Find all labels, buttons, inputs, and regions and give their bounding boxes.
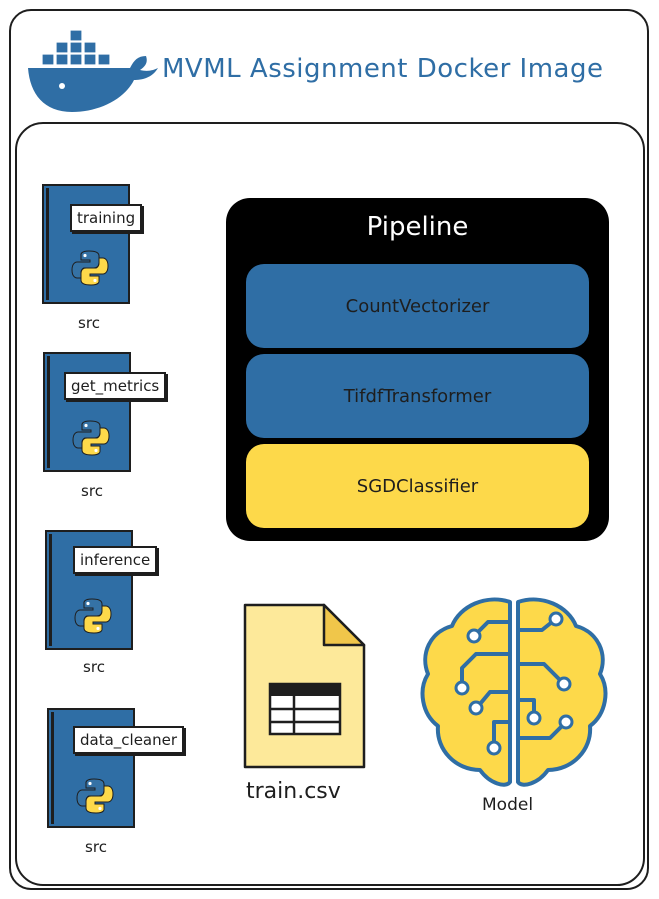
model-brain-icon[interactable] <box>416 592 612 792</box>
csv-file-icon[interactable] <box>240 600 370 772</box>
pipeline-title: Pipeline <box>366 212 469 242</box>
pipeline-stage-sgd-classifier[interactable]: SGDClassifier <box>246 444 589 528</box>
docker-whale-icon <box>28 29 158 112</box>
python-icon <box>72 420 110 456</box>
file-caption-data-cleaner: src <box>85 838 107 856</box>
python-icon <box>71 250 109 286</box>
file-label-training: training <box>70 204 143 232</box>
file-caption-inference: src <box>83 658 105 676</box>
python-icon <box>74 598 112 634</box>
file-label-inference: inference <box>73 546 158 574</box>
page-title: MVML Assignment Docker Image <box>162 54 604 84</box>
model-label: Model <box>482 795 534 815</box>
table-icon <box>268 682 342 736</box>
file-caption-training: src <box>78 314 100 332</box>
source-file-data-cleaner[interactable]: data_cleaner <box>47 708 185 828</box>
file-label-get-metrics: get_metrics <box>64 372 167 400</box>
source-file-get-metrics[interactable]: get_metrics <box>43 352 167 472</box>
pipeline-box: Pipeline CountVectorizer TifdfTransforme… <box>226 198 609 541</box>
container-frame <box>15 122 645 886</box>
source-file-inference[interactable]: inference <box>45 530 158 650</box>
pipeline-stage-count-vectorizer[interactable]: CountVectorizer <box>246 264 589 348</box>
csv-file-label: train.csv <box>246 779 341 804</box>
source-file-training[interactable]: training <box>42 184 143 304</box>
file-caption-get-metrics: src <box>81 482 103 500</box>
pipeline-stage-tfidf-transformer[interactable]: TifdfTransformer <box>246 354 589 438</box>
file-label-data-cleaner: data_cleaner <box>73 726 185 754</box>
python-icon <box>76 778 114 814</box>
